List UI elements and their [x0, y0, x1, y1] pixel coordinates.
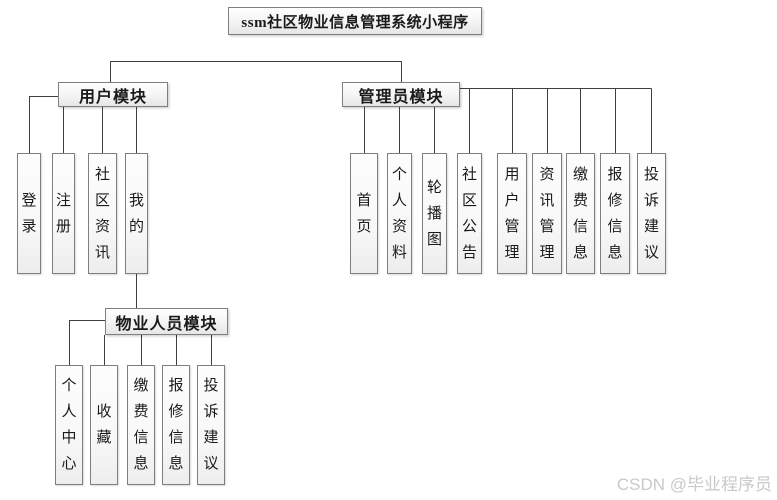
- root-connector: [110, 61, 402, 82]
- node-community-announcement: 社区公告: [457, 153, 482, 274]
- node-complaint-suggestion-staff: 投诉建议: [197, 365, 225, 485]
- node-favorites: 收藏: [90, 365, 118, 485]
- node-carousel: 轮播图: [422, 153, 447, 274]
- node-news-management: 资讯管理: [532, 153, 562, 274]
- node-repair-info-admin: 报修信息: [600, 153, 630, 274]
- diagram-title: ssm社区物业信息管理系统小程序: [228, 7, 482, 35]
- node-register: 注册: [52, 153, 75, 274]
- node-payment-info-staff: 缴费信息: [127, 365, 155, 485]
- node-login: 登录: [17, 153, 41, 274]
- node-user-management: 用户管理: [497, 153, 527, 274]
- node-home: 首页: [350, 153, 378, 274]
- node-community-news: 社区资讯: [88, 153, 117, 274]
- csdn-watermark: CSDN @毕业程序员: [616, 475, 772, 494]
- node-payment-info-admin: 缴费信息: [566, 153, 595, 274]
- node-mine: 我的: [125, 153, 148, 274]
- node-personal-center: 个人中心: [55, 365, 83, 485]
- node-complaint-suggestion-admin: 投诉建议: [637, 153, 666, 274]
- node-property-staff-module: 物业人员模块: [105, 308, 228, 335]
- node-user-module: 用户模块: [58, 82, 168, 107]
- node-repair-info-staff: 报修信息: [162, 365, 190, 485]
- node-admin-module: 管理员模块: [342, 82, 460, 107]
- node-personal-profile: 个人资料: [387, 153, 412, 274]
